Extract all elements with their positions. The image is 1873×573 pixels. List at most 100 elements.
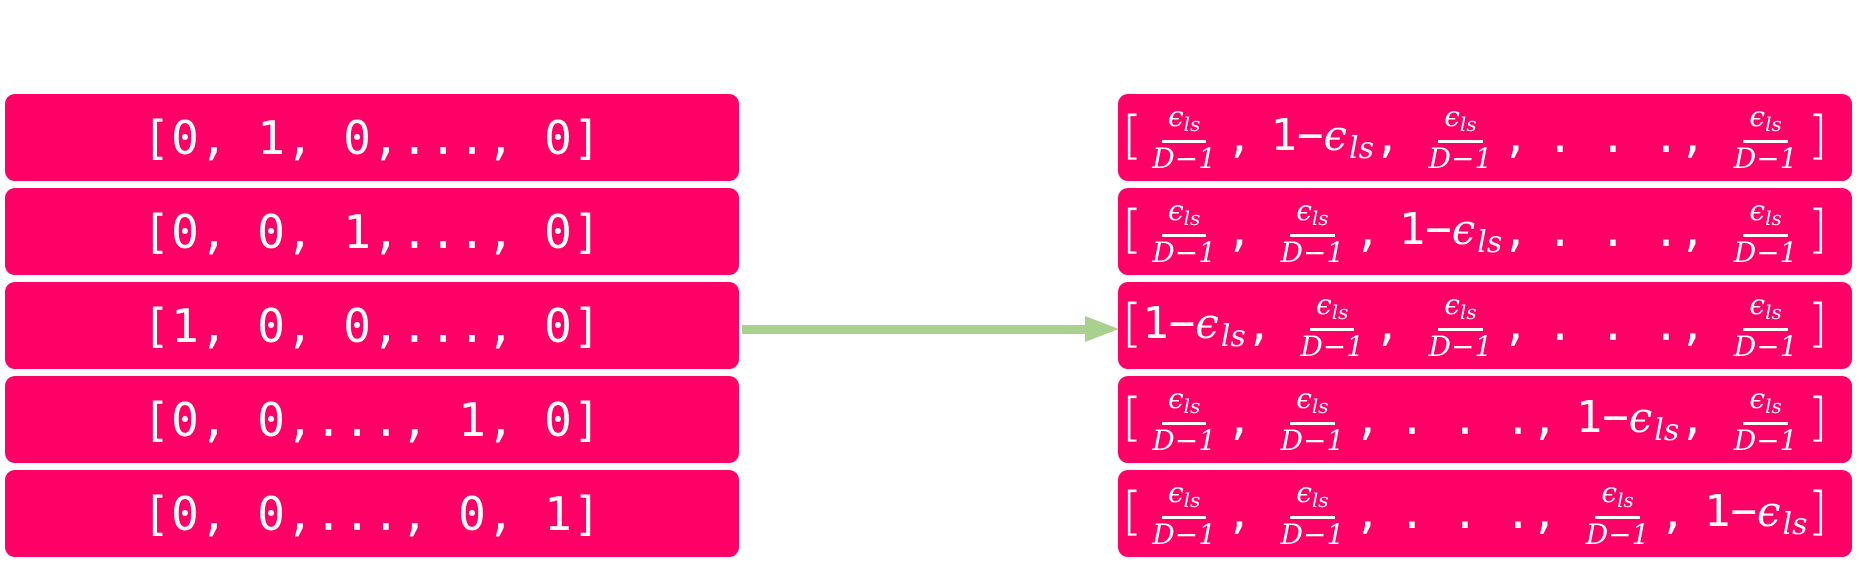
epsilon-subscript: ls [1477,224,1503,260]
one-minus-text: 1− [1270,109,1324,161]
epsilon-subscript: ls [1311,393,1329,418]
right-bracket: ] [1807,199,1828,260]
epsilon-symbol: ϵ [1167,475,1184,509]
left-bracket: [ [1122,199,1143,260]
epsilon-term: ϵls [1756,486,1808,542]
one-hot-row-3-text: [1, 0, 0,..., 0] [142,298,602,353]
comma: , [1659,488,1686,539]
fraction-numerator: ϵls [1161,475,1207,519]
fraction-denominator: D−1 [1280,517,1345,551]
epsilon-symbol: ϵ [1316,287,1332,321]
epsilon-subscript: ls [1765,299,1782,324]
left-bracket: [ [1122,481,1143,542]
comma: , [1502,112,1529,163]
one-hot-row-4: [0, 0,..., 1, 0] [5,376,739,463]
epsilon-symbol: ϵ [1444,99,1460,133]
epsilon-symbol: ϵ [1296,381,1312,415]
fraction-numerator: ϵls [1161,382,1207,425]
fraction-numerator: ϵls [1743,99,1788,143]
fraction-denominator: D−1 [1428,329,1493,363]
epsilon-subscript: ls [1183,393,1201,418]
fraction-numerator: ϵls [1290,475,1335,519]
ellipsis: . . . [1546,300,1680,351]
comma: , [1531,488,1558,539]
left-bracket: [ [1122,387,1143,448]
epsilon-subscript: ls [1331,299,1349,324]
right-bracket: ] [1807,481,1828,542]
fraction-numerator: ϵls [1161,100,1207,143]
one-hot-row-4-text: [0, 0,..., 1, 0] [142,392,602,447]
left-bracket: [ [1122,293,1143,354]
one-hot-row-2: [0, 0, 1,..., 0] [5,188,739,275]
fraction-numerator: ϵls [1438,99,1483,143]
fraction-denominator: D−1 [1428,141,1493,175]
epsilon-symbol: ϵ [1296,475,1312,509]
arrow-right-icon [742,316,1119,342]
epsilon-term: ϵls [1195,299,1246,354]
one-minus-text: 1− [1142,297,1196,349]
ellipsis: . . . [1546,206,1680,257]
one-minus-epsilon: 1−ϵls [1142,298,1246,354]
one-minus-epsilon: 1−ϵls [1271,110,1375,166]
fraction-numerator: ϵls [1290,194,1335,237]
comma: , [1679,394,1706,445]
ellipsis: . . . [1546,112,1680,163]
epsilon-subscript: ls [1765,393,1782,418]
fraction-denominator: D−1 [1280,235,1345,269]
fraction-denominator: D−1 [1733,141,1798,175]
fraction-denominator: D−1 [1733,329,1798,363]
epsilon-subscript: ls [1459,111,1477,136]
epsilon-subscript: ls [1220,318,1246,354]
epsilon-symbol: ϵ [1167,193,1184,227]
one-minus-epsilon: 1−ϵls [1576,392,1680,448]
ellipsis: . . . [1398,488,1532,539]
one-hot-row-1-text: [0, 1, 0,..., 0] [142,110,602,165]
epsilon-subscript: ls [1459,299,1477,324]
fraction-numerator: ϵls [1310,287,1355,331]
epsilon-subscript: ls [1183,205,1201,230]
right-bracket: ] [1807,387,1828,448]
fraction-denominator: D−1 [1152,423,1217,457]
comma: , [1226,206,1253,257]
epsilon-term: ϵls [1324,111,1375,166]
fraction-denominator: D−1 [1300,329,1365,363]
one-hot-row-3: [1, 0, 0,..., 0] [5,282,739,369]
one-minus-epsilon: 1−ϵls [1704,486,1808,542]
fraction-numerator: ϵls [1743,381,1788,425]
ellipsis: . . . [1398,394,1532,445]
comma: , [1245,300,1273,351]
one-hot-row-1: [0, 1, 0,..., 0] [5,94,739,181]
epsilon-symbol: ϵ [1451,204,1476,254]
epsilon-symbol: ϵ [1749,193,1766,227]
epsilon-symbol: ϵ [1749,99,1766,133]
comma: , [1226,488,1253,539]
epsilon-term: ϵls [1629,393,1680,448]
fraction-numerator: ϵls [1438,288,1483,331]
right-bracket: ] [1807,293,1828,354]
fraction-numerator: ϵls [1743,193,1788,237]
fraction-numerator: ϵls [1595,475,1640,519]
epsilon-symbol: ϵ [1601,475,1618,509]
fraction-numerator: ϵls [1161,193,1207,237]
fraction-numerator: ϵls [1743,288,1788,331]
fraction-denominator: D−1 [1585,517,1650,551]
epsilon-symbol: ϵ [1756,486,1781,536]
epsilon-symbol: ϵ [1749,381,1766,415]
